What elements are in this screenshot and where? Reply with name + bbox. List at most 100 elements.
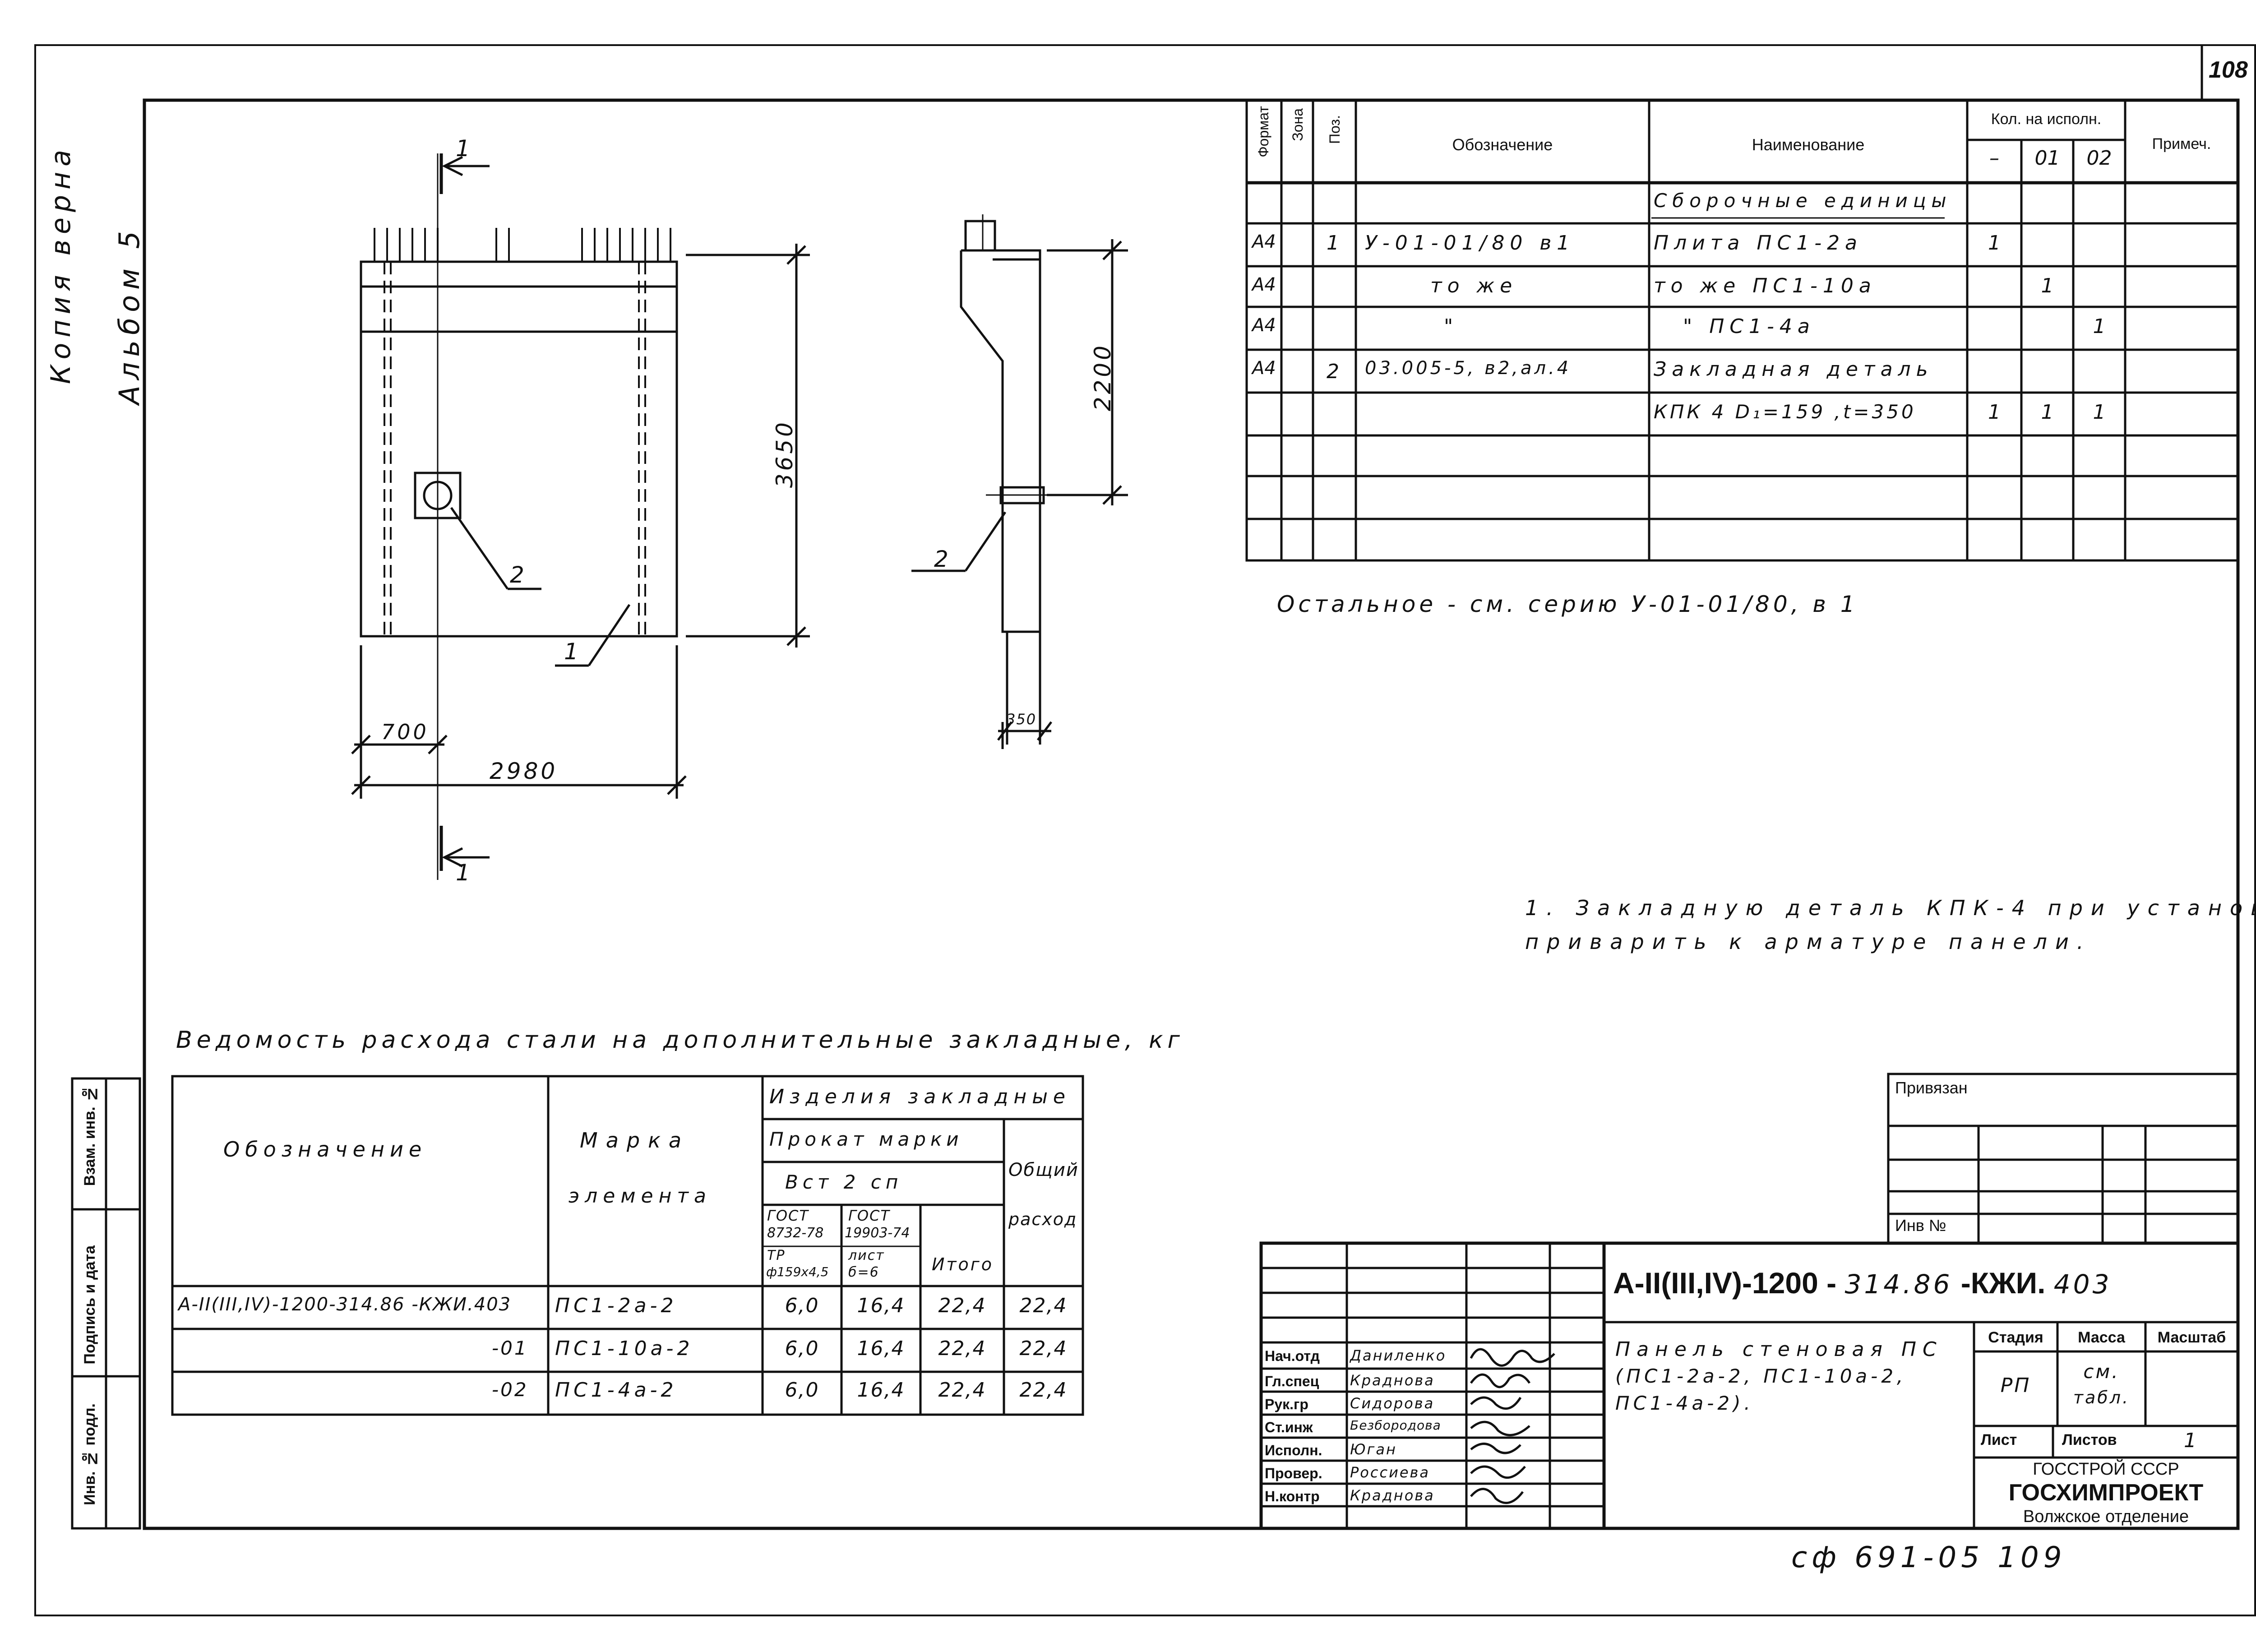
steel-v2: 16,4 xyxy=(857,1379,905,1402)
code-part-c: -КЖИ. xyxy=(1960,1266,2046,1300)
steel-h-designation: Обозначение xyxy=(223,1137,427,1161)
spec-header-format: Формат xyxy=(1255,106,1271,157)
steel-mark: ПС1-2а-2 xyxy=(555,1294,677,1317)
general-note-line-2: приварить к арматуре панели. xyxy=(1525,930,2092,954)
signatures xyxy=(1470,1348,1555,1504)
spec-pos: 1 xyxy=(1327,231,1345,255)
mass-value-2: табл. xyxy=(2073,1388,2130,1407)
steel-h-gost2-d: б=6 xyxy=(848,1264,879,1280)
spec-designation: У-01-01/80 в1 xyxy=(1365,231,1575,255)
section-mark-bottom: 1 xyxy=(456,860,476,886)
steel-h-grade: Вст 2 сп xyxy=(785,1171,903,1193)
spec-qty-col-2: 02 xyxy=(2086,147,2112,170)
steel-v1: 6,0 xyxy=(785,1337,819,1360)
panel-side-section xyxy=(911,214,1128,749)
spec-header-note: Примеч. xyxy=(2152,135,2211,153)
spec-name: " ПС1-4а xyxy=(1683,315,1815,338)
sheet-number: 108 xyxy=(2209,57,2248,83)
spec-designation: " xyxy=(1444,315,1459,338)
spec-q1: 1 xyxy=(2041,274,2054,297)
role-label: Ст.инж xyxy=(1265,1419,1313,1435)
stage-value: РП xyxy=(2000,1374,2031,1397)
steel-v1: 6,0 xyxy=(785,1379,819,1402)
steel-table-grid xyxy=(171,1075,1084,1416)
bottom-archive-code: сф 691-05 109 xyxy=(1791,1541,2066,1574)
titleblock-grid xyxy=(1259,1073,2240,1530)
steel-h-gost2-a: ГОСТ xyxy=(848,1207,890,1224)
spec-designation: то же xyxy=(1430,274,1518,297)
position-2-label: 2 xyxy=(510,562,530,588)
steel-table-title: Ведомость расхода стали на дополнительны… xyxy=(176,1027,1184,1054)
spec-table-grid xyxy=(1245,99,2239,562)
steel-h-mark-2: элемента xyxy=(569,1185,712,1208)
document-code: А-II(III,IV)-1200 - 314.86 -КЖИ. 403 xyxy=(1613,1266,2112,1300)
spec-qty-col-1: 01 xyxy=(2034,147,2060,170)
dim-side: 2200 xyxy=(1090,343,1116,412)
steel-sum: 22,4 xyxy=(938,1379,986,1402)
steel-h-products: Изделия закладные xyxy=(769,1085,1071,1108)
position-2-side-label: 2 xyxy=(934,546,954,572)
dim-height: 3650 xyxy=(772,420,798,488)
dim-thickness: 350 xyxy=(1006,711,1037,728)
steel-sum: 22,4 xyxy=(938,1337,986,1360)
steel-h-mark-1: Марка xyxy=(580,1128,690,1152)
spec-fmt: А4 xyxy=(1252,315,1276,336)
spec-name: Закладная деталь xyxy=(1654,358,1933,381)
spec-designation: 03.005-5, в2,ал.4 xyxy=(1365,358,1572,379)
stage-header: Стадия xyxy=(1988,1329,2043,1346)
inv-label: Инв № xyxy=(1895,1216,1946,1235)
role-label: Н.контр xyxy=(1265,1488,1320,1504)
remainder-note: Остальное - см. серию У-01-01/80, в 1 xyxy=(1277,591,1858,617)
spec-fmt: А4 xyxy=(1252,274,1276,295)
steel-h-rolled: Прокат марки xyxy=(769,1128,963,1150)
title-line-2: (ПС1-2а-2, ПС1-10а-2, xyxy=(1615,1365,1907,1387)
steel-h-itogo: Итого xyxy=(932,1254,994,1274)
steel-h-gost2-b: 19903-74 xyxy=(845,1225,910,1241)
steel-designation: -01 xyxy=(492,1337,528,1359)
section-mark-top: 1 xyxy=(456,135,476,162)
linked-label: Привязан xyxy=(1895,1078,1968,1097)
steel-mark: ПС1-10а-2 xyxy=(555,1337,693,1360)
steel-sum: 22,4 xyxy=(938,1294,986,1317)
spec-q1: 1 xyxy=(2041,401,2054,424)
spec-qty-col-0: – xyxy=(1989,147,1999,170)
spec-q0: 1 xyxy=(1988,231,2001,255)
role-label: Провер. xyxy=(1265,1465,1322,1481)
spec-header-pos: Поз. xyxy=(1327,115,1343,144)
spec-fmt: А4 xyxy=(1252,358,1276,379)
steel-v2: 16,4 xyxy=(857,1337,905,1360)
sheets-header: Листов xyxy=(2062,1431,2117,1448)
dim-width: 2980 xyxy=(490,758,558,784)
spec-name: то же ПС1-10а xyxy=(1654,274,1877,297)
role-label: Гл.спец xyxy=(1265,1373,1319,1389)
spec-header-designation: Обозначение xyxy=(1452,135,1553,154)
steel-h-total-2: расход xyxy=(1008,1209,1077,1229)
spec-q0: 1 xyxy=(1988,401,2001,424)
spec-name: КПК 4 D₁=159 ,t=350 xyxy=(1654,401,1916,423)
steel-h-total-1: Общий xyxy=(1008,1160,1079,1180)
role-name: Юган xyxy=(1350,1441,1397,1458)
steel-h-gost1-d: ф159х4,5 xyxy=(766,1264,829,1279)
title-line-3: ПС1-4а-2). xyxy=(1615,1392,1754,1414)
panel-front-view xyxy=(351,153,810,880)
spec-pos: 2 xyxy=(1327,360,1345,383)
role-label: Исполн. xyxy=(1265,1442,1322,1458)
spec-name: Плита ПС1-2а xyxy=(1654,231,1863,255)
code-part-a: А-II(III,IV)-1200 - xyxy=(1613,1266,1837,1300)
mass-value-1: см. xyxy=(2083,1360,2120,1383)
spec-q2: 1 xyxy=(2093,315,2106,338)
code-part-d: 403 xyxy=(2053,1269,2112,1300)
copy-note: Копия верна xyxy=(45,144,77,384)
org-line-3: Волжское отделение xyxy=(2023,1507,2189,1526)
spec-fmt: А4 xyxy=(1252,231,1276,252)
role-name: Краднова xyxy=(1350,1372,1435,1389)
role-label: Рук.гр xyxy=(1265,1396,1308,1412)
role-name: Безбородова xyxy=(1350,1418,1441,1433)
role-name: Россиева xyxy=(1350,1464,1430,1481)
steel-total: 22,4 xyxy=(1019,1379,1068,1402)
org-line-2: ГОСХИМПРОЕКТ xyxy=(2008,1480,2204,1506)
steel-designation: А-II(III,IV)-1200-314.86 -КЖИ.403 xyxy=(178,1294,512,1315)
steel-total: 22,4 xyxy=(1019,1337,1068,1360)
spec-header-qty: Кол. на исполн. xyxy=(1991,111,2102,128)
